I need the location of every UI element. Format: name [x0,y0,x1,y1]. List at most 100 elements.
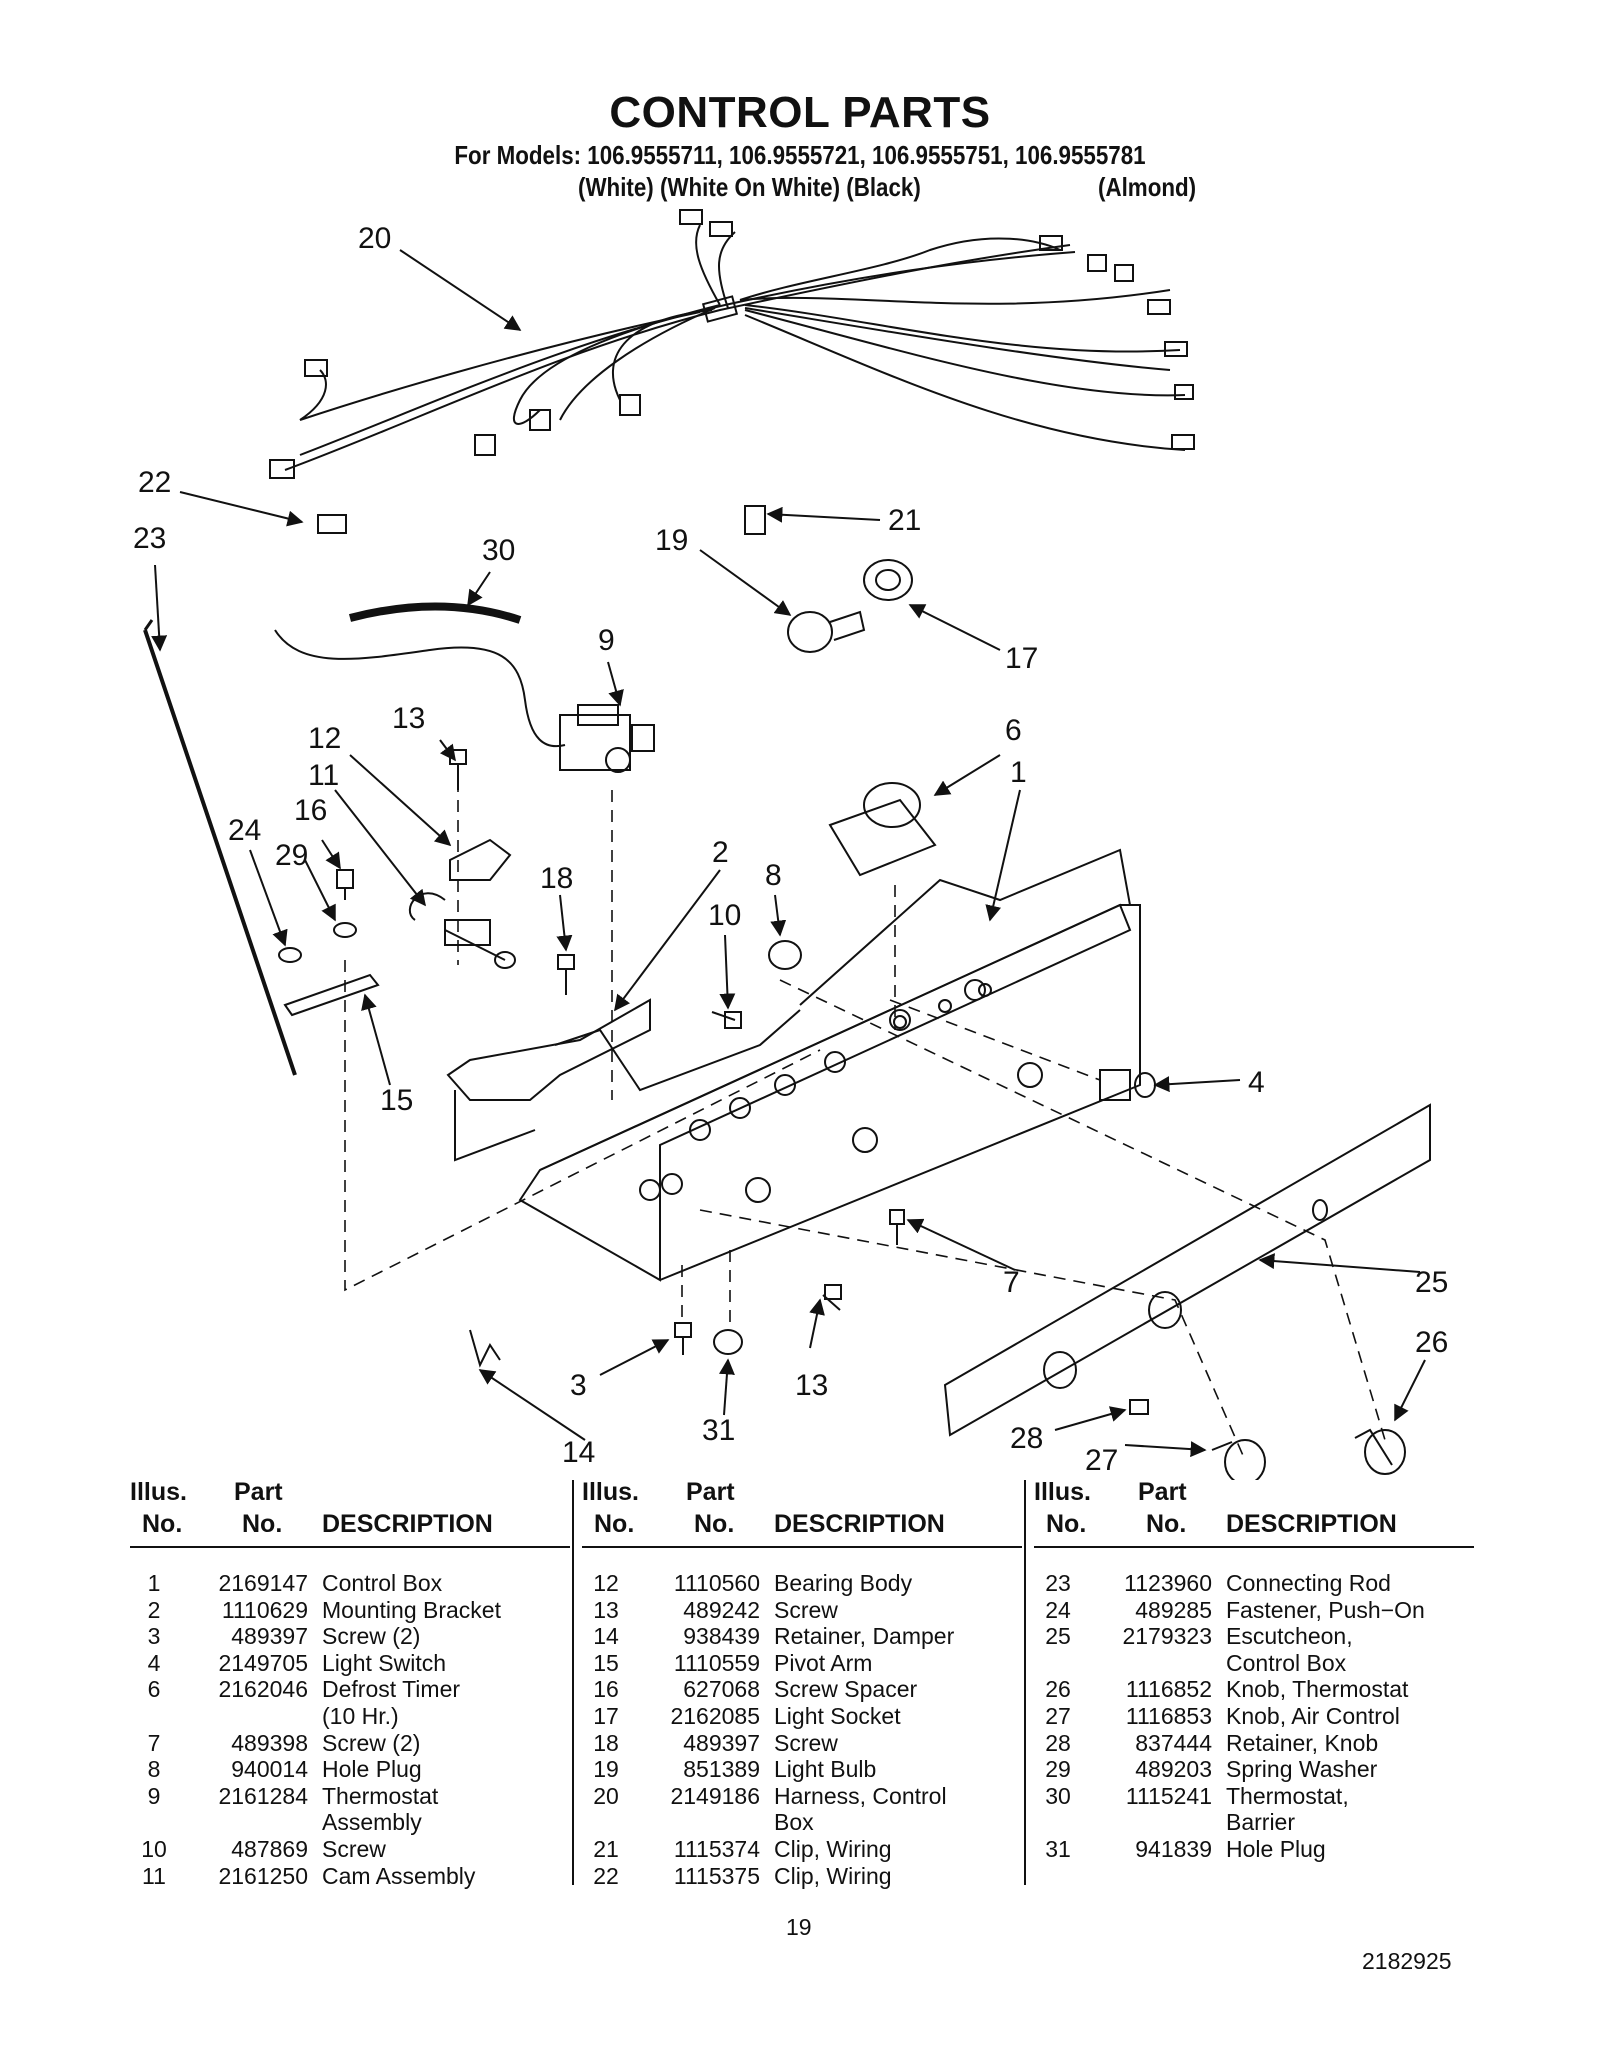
callout-9: 9 [598,624,615,657]
description: Pivot Arm [774,1649,873,1676]
header-part: Part [1138,1478,1187,1506]
description: Screw (2) [322,1729,421,1756]
description: Assembly [322,1809,422,1836]
part-number: 1123960 [1124,1570,1212,1596]
thermostat-assembly [559,704,655,773]
callout-18: 18 [540,862,573,895]
part-number: 837444 [1135,1729,1212,1756]
description: Fastener, Push−On [1226,1596,1425,1623]
callout-8: 8 [765,859,782,892]
wiring-clip-21 [744,505,766,535]
callout-20: 20 [358,222,391,255]
header-illus-no: No. [1046,1510,1087,1538]
part-number: 2162085 [670,1702,760,1729]
model-list: For Models: 106.9555711, 106.9555721, 10… [454,140,1146,170]
callout-10: 10 [708,899,741,932]
part-number: 487869 [231,1835,308,1862]
wire-harness [269,209,1195,479]
description: Retainer, Damper [774,1623,955,1650]
part-number: 2161250 [218,1862,308,1889]
description: Screw (2) [322,1623,421,1650]
part-number: 489397 [683,1729,760,1756]
callout-16: 16 [294,794,327,827]
illus-no: 10 [141,1835,167,1862]
callout-11: 11 [308,759,339,792]
part-number: 489203 [1135,1756,1212,1783]
part-number: 1110629 [221,1596,308,1623]
knob-retainer [1129,1399,1149,1415]
mounting-bracket [446,998,651,1101]
illus-no: 1 [147,1570,161,1596]
table-row: Control Box [1034,1650,1474,1677]
defrost-timer [828,782,937,877]
screw-13-lower [822,1284,842,1311]
page-title: CONTROL PARTS [609,88,991,137]
part-number: 2149186 [670,1782,760,1809]
header-illus: Illus. [130,1478,187,1506]
description: Screw [774,1596,838,1623]
illus-no: 13 [593,1596,619,1623]
illus-no: 14 [593,1623,619,1650]
illus-no: 3 [147,1623,161,1650]
header-rule [130,1546,570,1548]
illus-no: 16 [593,1676,619,1703]
illus-no: 7 [147,1729,161,1756]
header-illus: Illus. [1034,1478,1091,1506]
part-number: 2179323 [1122,1623,1212,1650]
header-illus-no: No. [594,1510,635,1538]
illus-no: 28 [1045,1729,1071,1756]
table-header: Illus. No. Part No. DESCRIPTION [130,1478,570,1550]
header-rule [582,1546,1022,1548]
table-row: 3 489397 Screw (2) [130,1623,570,1650]
part-number: 1110560 [673,1570,760,1596]
illus-no: 12 [593,1570,619,1596]
description: Control Box [1226,1649,1347,1676]
illus-no: 6 [147,1676,161,1703]
callout-17: 17 [1005,642,1038,675]
screw-3 [674,1322,692,1355]
part-number: 489397 [231,1623,308,1650]
table-header: Illus. No. Part No. DESCRIPTION [582,1478,1022,1550]
callout-24: 24 [228,814,261,847]
description: Thermostat [322,1782,439,1809]
part-number: 1116852 [1125,1676,1212,1703]
description: Box [774,1809,814,1836]
part-number: 1115375 [673,1862,760,1889]
description: Light Socket [774,1702,901,1729]
callout-31: 31 [702,1414,735,1447]
hole-plug-8 [768,940,802,970]
part-number: 1116853 [1125,1702,1212,1729]
bearing-body [449,838,512,881]
screw-18 [557,954,575,995]
callout-7: 7 [1003,1266,1020,1299]
table-row: Assembly [130,1809,570,1836]
header-description: DESCRIPTION [774,1510,945,1538]
callout-labels: 20 22 23 30 19 21 17 9 13 12 11 16 24 29… [133,222,1448,1477]
callout-23: 23 [133,522,166,555]
light-switch [1099,1069,1156,1101]
part-number: 2149705 [218,1649,308,1676]
description: Barrier [1226,1809,1296,1836]
callout-27: 27 [1085,1444,1118,1477]
illus-no: 18 [593,1729,619,1756]
illus-no: 30 [1045,1782,1071,1809]
illus-no: 21 [593,1835,619,1862]
spring-washer [333,922,357,938]
callout-22: 22 [138,466,171,499]
header-illus: Illus. [582,1478,639,1506]
description: Connecting Rod [1226,1570,1391,1596]
column-divider [1024,1480,1026,1885]
description: Light Switch [322,1649,447,1676]
model-colors-right: (Almond) [1098,172,1197,202]
